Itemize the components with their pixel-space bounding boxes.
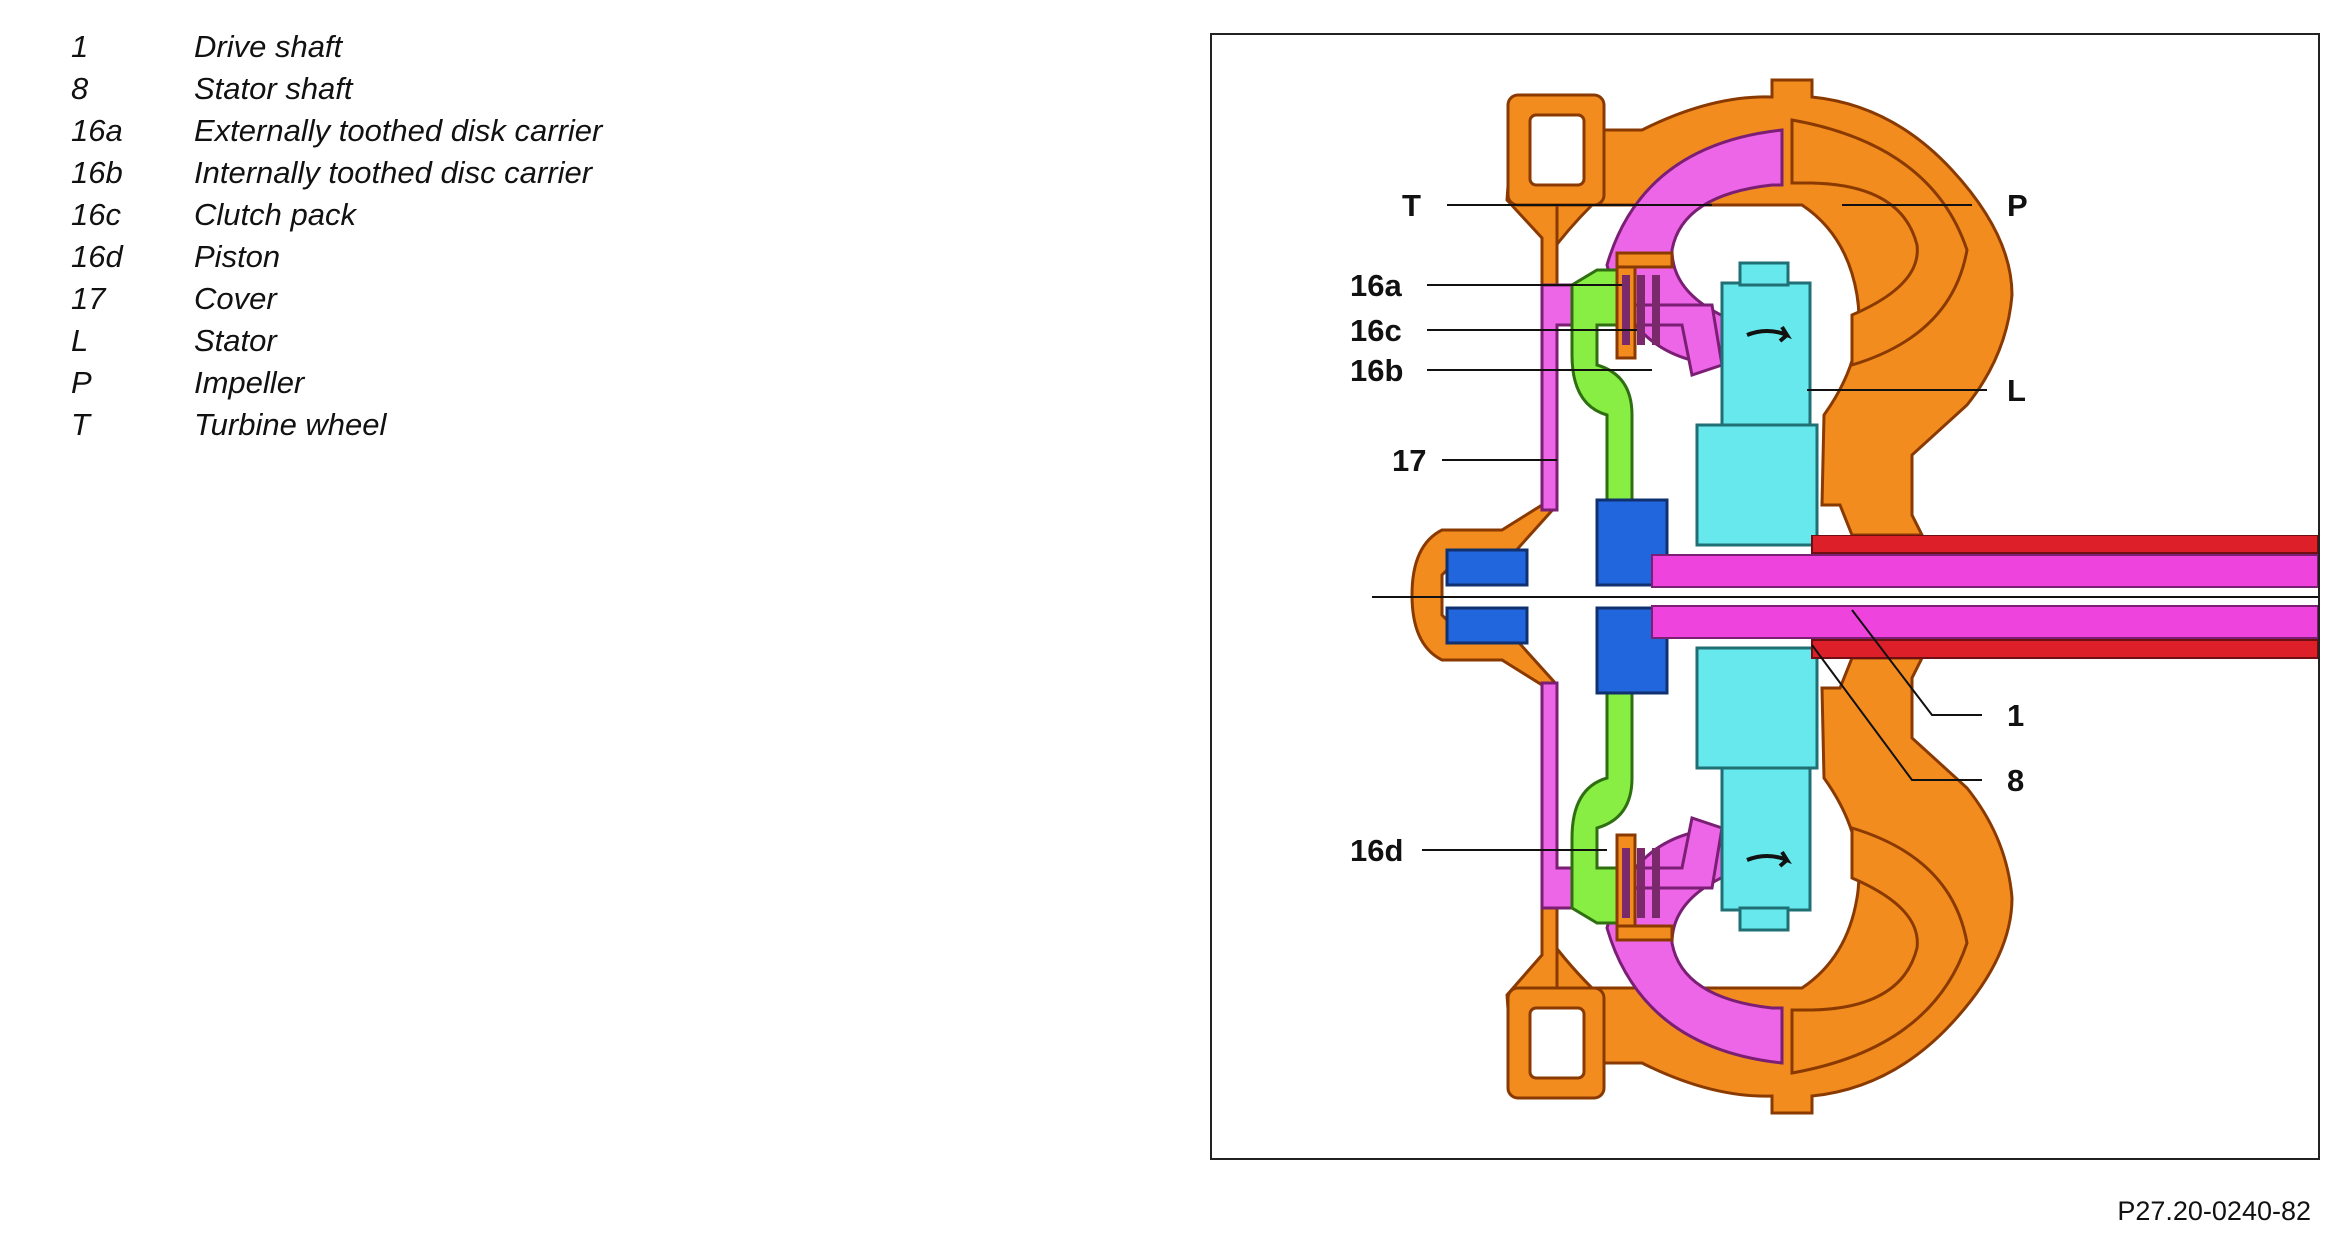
stator bbox=[1695, 261, 1819, 932]
legend-code: 16c bbox=[71, 197, 121, 232]
legend-description: Cover bbox=[194, 281, 277, 316]
legend-item: 8 Stator shaft bbox=[71, 68, 602, 110]
stator-shaft-upper bbox=[1811, 535, 2318, 554]
legend-description: Piston bbox=[194, 239, 281, 274]
legend-item: 16b Internally toothed disc carrier bbox=[71, 152, 602, 194]
diagram-frame: T P L 16a 16c 16b 17 1 8 16d bbox=[1210, 33, 2320, 1160]
legend-description: Impeller bbox=[194, 365, 305, 400]
legend-description: Externally toothed disk carrier bbox=[194, 113, 603, 148]
label-17: 17 bbox=[1392, 443, 1426, 478]
legend-description: Clutch pack bbox=[194, 197, 356, 232]
legend-code: 16d bbox=[71, 239, 123, 274]
legend-item: L Stator bbox=[71, 320, 602, 362]
legend-code: 8 bbox=[71, 71, 89, 106]
legend-item: 16c Clutch pack bbox=[71, 194, 602, 236]
drive-shaft-lower bbox=[1651, 605, 2318, 639]
drive-shaft-upper bbox=[1651, 554, 2318, 588]
legend-code: P bbox=[71, 365, 92, 400]
legend-item: 17 Cover bbox=[71, 278, 602, 320]
legend-item: 16d Piston bbox=[71, 236, 602, 278]
label-8: 8 bbox=[2007, 763, 2024, 798]
stator-arrow-upper bbox=[1746, 325, 1792, 343]
external-disk-carrier bbox=[1615, 251, 1674, 269]
torque-converter-diagram: T P L 16a 16c 16b 17 1 8 16d bbox=[1350, 78, 2318, 1115]
shafts bbox=[1651, 535, 2318, 659]
legend-description: Stator bbox=[194, 323, 277, 358]
legend-item: T Turbine wheel bbox=[71, 404, 602, 446]
legend-description: Internally toothed disc carrier bbox=[194, 155, 593, 190]
label-P: P bbox=[2007, 188, 2028, 223]
legend-item: P Impeller bbox=[71, 362, 602, 404]
leader-lines bbox=[1422, 204, 1987, 851]
legend-description: Stator shaft bbox=[194, 71, 353, 106]
label-T: T bbox=[1402, 188, 1421, 223]
label-L: L bbox=[2007, 373, 2026, 408]
legend-code: L bbox=[71, 323, 89, 358]
label-16d: 16d bbox=[1350, 833, 1403, 868]
reference-code: P27.20-0240-82 bbox=[2117, 1196, 2311, 1226]
legend-code: 16a bbox=[71, 113, 123, 148]
stator-arrow-lower bbox=[1746, 850, 1792, 868]
legend-description: Turbine wheel bbox=[194, 407, 387, 442]
legend-list: 1 Drive shaft 8 Stator shaft 16a Externally t… bbox=[71, 26, 602, 446]
label-16a: 16a bbox=[1350, 268, 1402, 303]
legend-code: T bbox=[71, 407, 90, 442]
legend-description: Drive shaft bbox=[194, 29, 343, 64]
label-1: 1 bbox=[2007, 698, 2024, 733]
clutch-pack bbox=[1615, 251, 1674, 942]
label-16b: 16b bbox=[1350, 353, 1403, 388]
legend-code: 16b bbox=[71, 155, 123, 190]
turbine-wheel bbox=[1540, 128, 1784, 1065]
legend-code: 1 bbox=[71, 29, 89, 64]
impeller bbox=[1790, 118, 1969, 1075]
label-16c: 16c bbox=[1350, 313, 1402, 348]
legend-item: 1 Drive shaft bbox=[71, 26, 602, 68]
stator-shaft-lower bbox=[1811, 639, 2318, 659]
legend-item: 16a Externally toothed disk carrier bbox=[71, 110, 602, 152]
legend-code: 17 bbox=[71, 281, 106, 316]
